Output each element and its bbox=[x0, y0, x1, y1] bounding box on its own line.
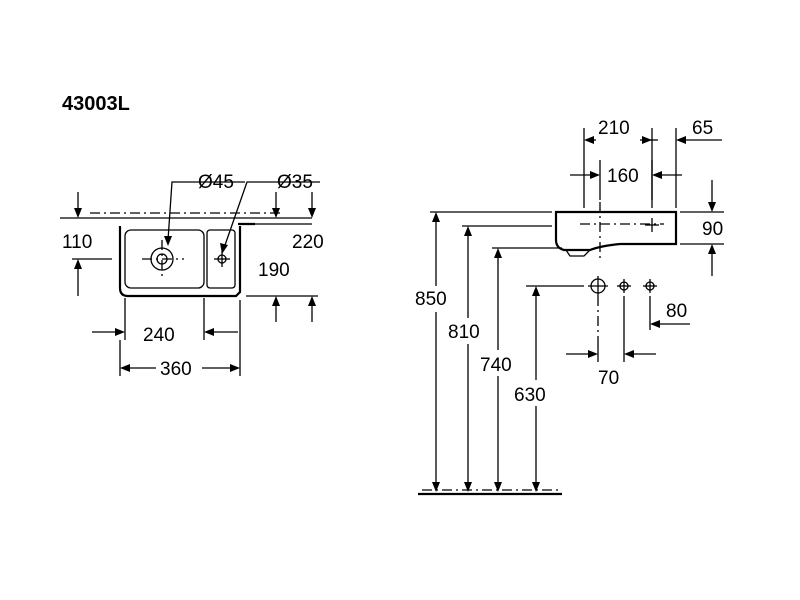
dim-210: 210 bbox=[598, 118, 630, 139]
dim220-arrow-2 bbox=[308, 208, 316, 218]
dim190-arrow-1 bbox=[272, 296, 280, 306]
dim70-arrow-left bbox=[588, 350, 598, 358]
dim-110: 110 bbox=[62, 232, 92, 253]
tap-deck bbox=[206, 229, 236, 289]
dia35-leader bbox=[223, 181, 320, 249]
dia45-arrow bbox=[164, 236, 172, 246]
inner-bowl bbox=[124, 229, 205, 289]
dim810-arrow-bottom bbox=[464, 482, 472, 492]
dim-630: 630 bbox=[514, 385, 546, 406]
dim90-arrow-bottom bbox=[708, 244, 716, 254]
dim-90: 90 bbox=[702, 219, 723, 240]
dim-70: 70 bbox=[598, 368, 619, 389]
dim630-arrow-bottom bbox=[532, 482, 540, 492]
dim240-arrow-right bbox=[204, 328, 214, 336]
dim-220: 220 bbox=[292, 232, 324, 253]
dim-80: 80 bbox=[666, 301, 687, 322]
dia45-leader bbox=[167, 181, 245, 241]
dim-65: 65 bbox=[692, 118, 713, 139]
dim-850: 850 bbox=[415, 289, 447, 310]
dim810-arrow-top bbox=[464, 226, 472, 236]
dim360-arrow-right bbox=[230, 364, 240, 372]
dia35-arrow bbox=[220, 243, 228, 254]
dim-810: 810 bbox=[448, 322, 480, 343]
dim-dia45: Ø45 bbox=[198, 172, 234, 193]
dim210-arrow-left bbox=[584, 136, 594, 144]
dim-240: 240 bbox=[143, 325, 175, 346]
dim160-arrow-left bbox=[590, 171, 600, 179]
dim-dia35: Ø35 bbox=[277, 172, 313, 193]
dim360-arrow-left bbox=[120, 364, 130, 372]
dim65-arrow bbox=[676, 136, 686, 144]
dim630-arrow-top bbox=[532, 286, 540, 296]
basin-outline bbox=[118, 226, 242, 298]
dim160-arrow-right bbox=[652, 171, 662, 179]
dim-190: 190 bbox=[258, 260, 290, 281]
dim190-arrow-2 bbox=[308, 296, 316, 306]
dim80-arrow bbox=[650, 320, 660, 328]
dim740-arrow-top bbox=[494, 248, 502, 258]
dim-740: 740 bbox=[480, 355, 512, 376]
dim850-arrow-bottom bbox=[432, 482, 440, 492]
basin-waste bbox=[565, 249, 591, 257]
basin-profile bbox=[554, 210, 678, 252]
dim-160: 160 bbox=[607, 166, 639, 187]
side-view: 210 65 160 90 850 81 bbox=[415, 118, 724, 496]
dim70-arrow-right bbox=[624, 350, 634, 358]
dim740-arrow-bottom bbox=[494, 482, 502, 492]
model-number: 43003L bbox=[62, 93, 130, 115]
front-view: Ø45 Ø35 110 220 190 240 bbox=[60, 172, 324, 380]
dim110-arrow-bottom bbox=[74, 259, 82, 269]
dim90-arrow-top bbox=[708, 202, 716, 212]
dim850-arrow-top bbox=[432, 212, 440, 222]
dim110-arrow-top bbox=[74, 208, 82, 218]
dim-360: 360 bbox=[160, 359, 192, 380]
dim240-arrow-left bbox=[115, 328, 125, 336]
dim220-arrow-top bbox=[272, 208, 280, 218]
